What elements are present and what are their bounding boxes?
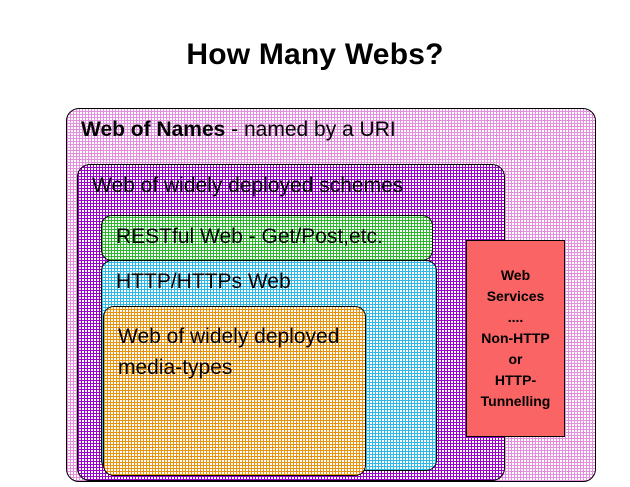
callout-line-1: Web <box>500 267 531 283</box>
layer-web-of-media-types: Web of widely deployed media-types <box>103 306 366 476</box>
layer-restful-web-label: RESTful Web - Get/Post,etc. <box>116 225 383 248</box>
layer-restful-web: RESTful Web - Get/Post,etc. <box>101 215 433 261</box>
callout-web-services: Web Services .... Non-HTTP or HTTP- Tunn… <box>466 240 565 437</box>
callout-line-3: .... <box>507 309 524 325</box>
callout-line-5: or <box>508 351 523 367</box>
layer-web-of-schemes-label: Web of widely deployed schemes <box>92 174 404 197</box>
callout-line-6: HTTP- <box>494 372 537 388</box>
callout-line-4: Non-HTTP <box>481 330 550 346</box>
page-title: How Many Webs? <box>186 38 444 71</box>
callout-line-2: Services <box>486 288 545 304</box>
callout-line-7: Tunnelling <box>480 393 551 409</box>
layer-web-of-names-label-rest: - named by a URI <box>225 118 396 141</box>
layer-web-of-names-label: Web of Names - named by a URI <box>81 116 396 143</box>
layer-web-of-schemes: Web of widely deployed schemes RESTful W… <box>77 164 505 481</box>
layer-http-https-web: HTTP/HTTPs Web Web of widely deployed me… <box>101 260 437 476</box>
layer-web-of-media-types-label: Web of widely deployed media-types <box>118 325 340 379</box>
layer-web-of-names-label-strong: Web of Names <box>81 118 226 141</box>
layer-http-https-web-label: HTTP/HTTPs Web <box>116 270 291 293</box>
